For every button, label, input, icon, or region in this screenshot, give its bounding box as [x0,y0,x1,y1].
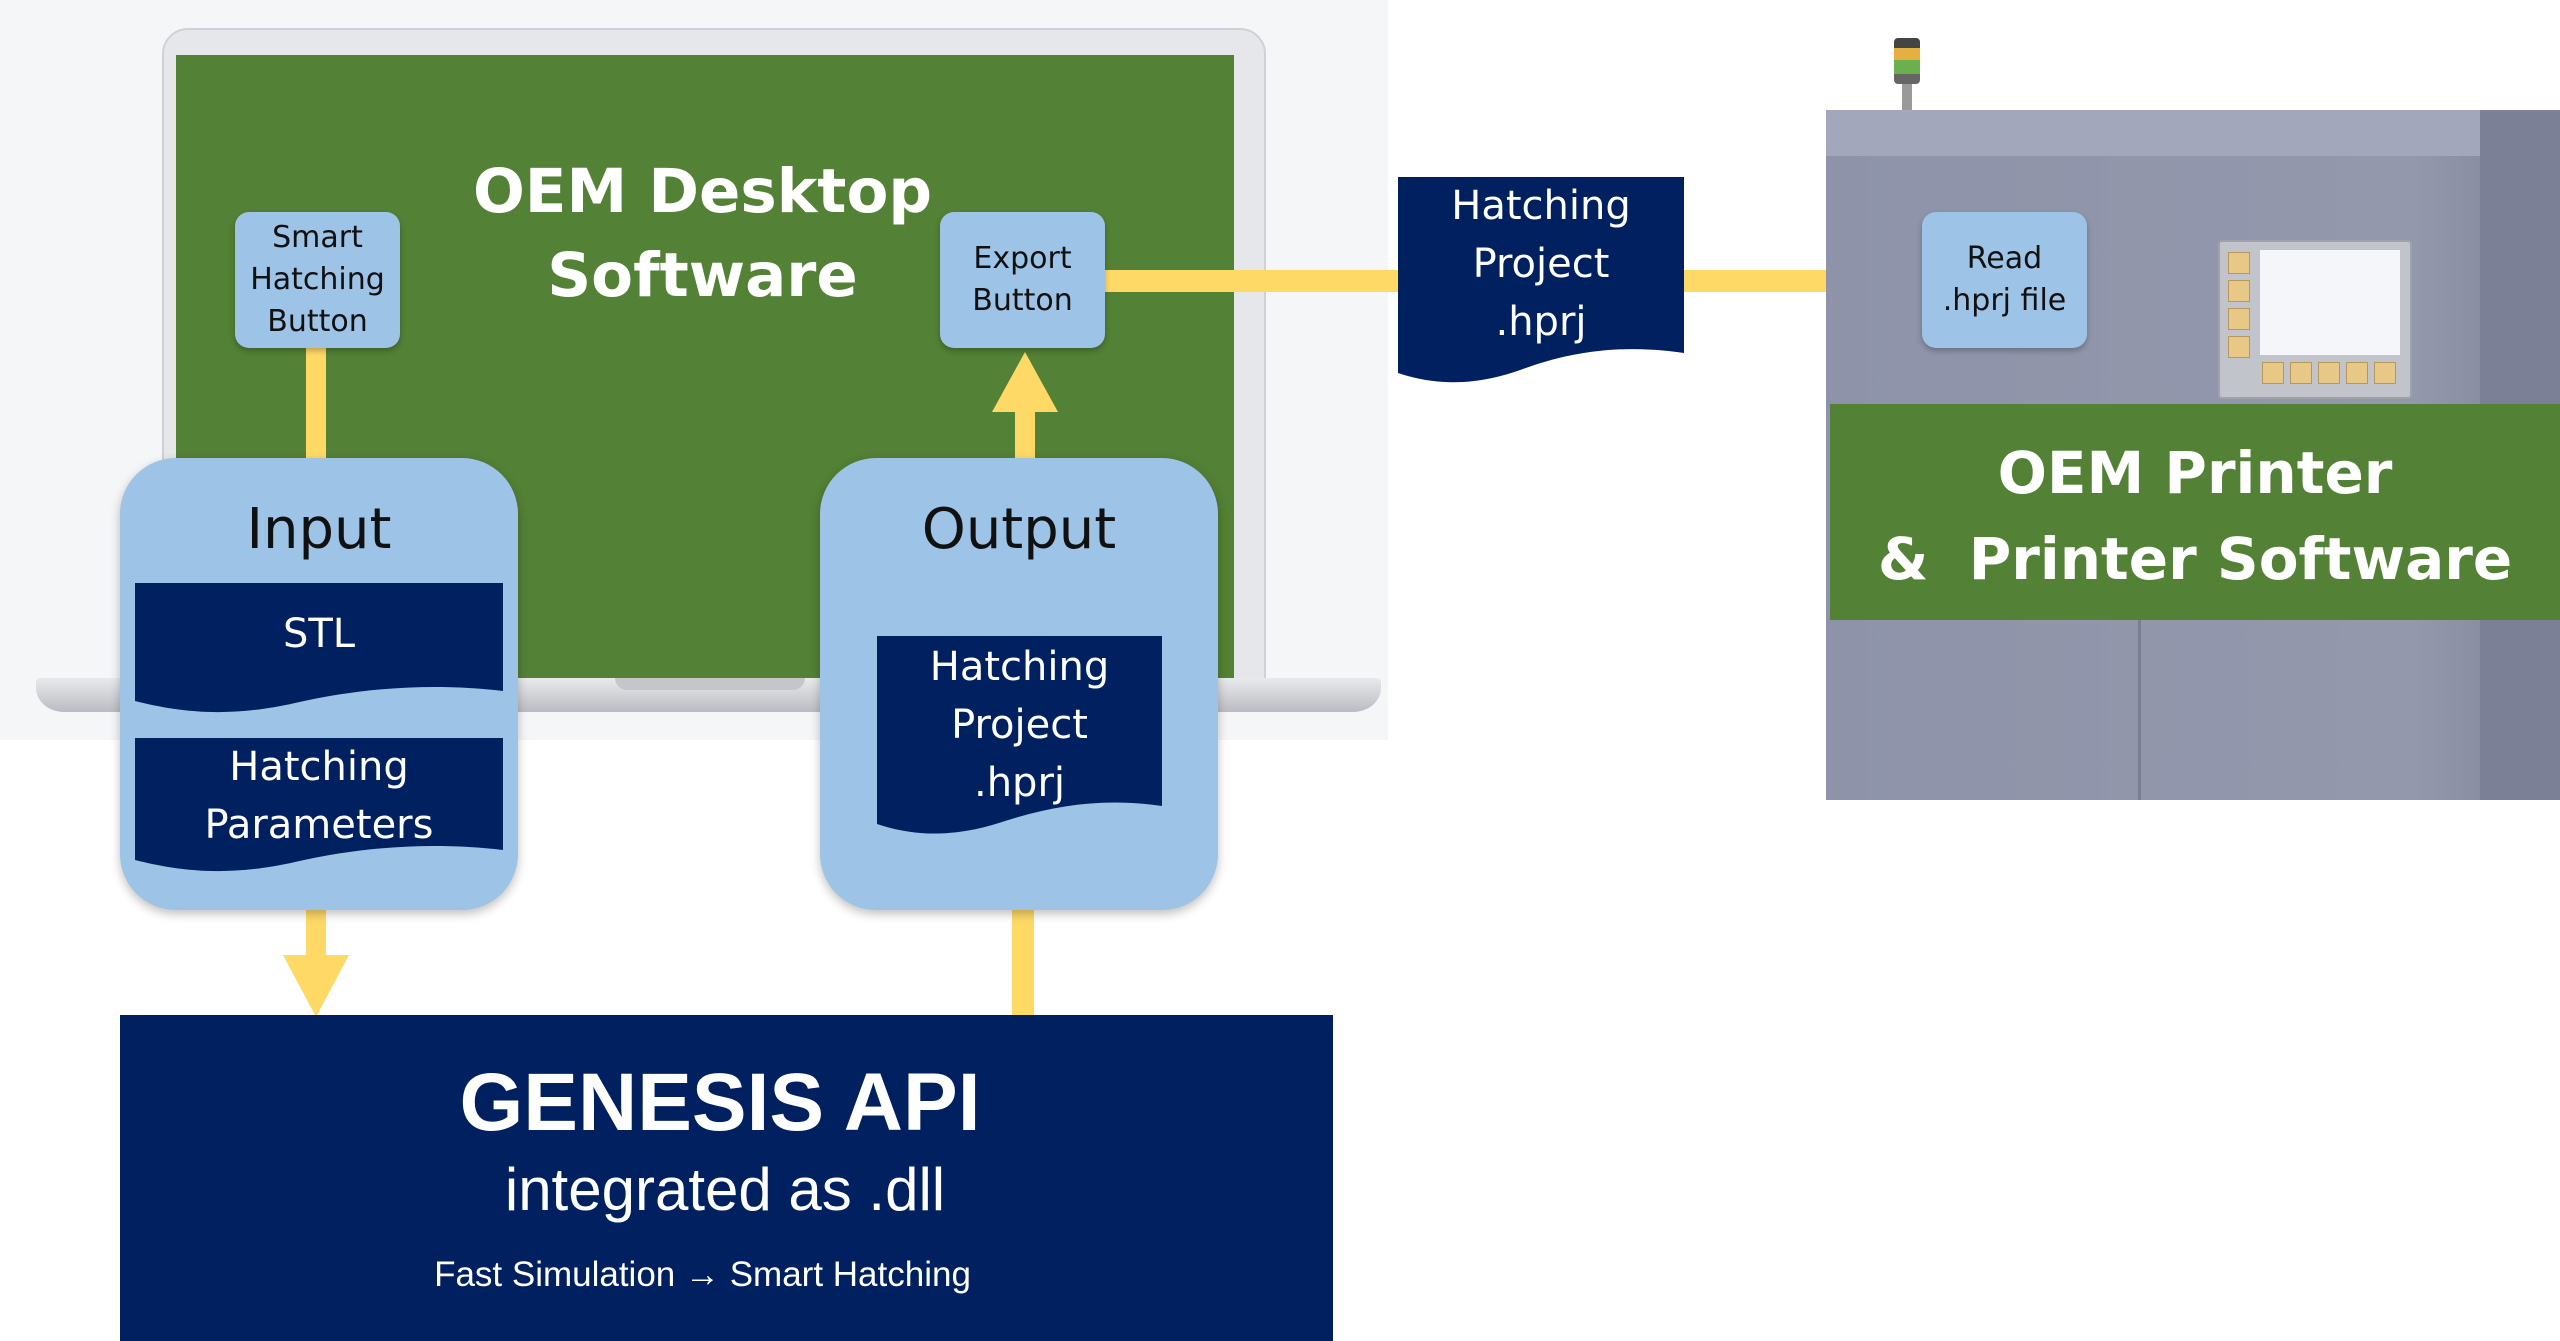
connector-export-to-doc [1105,270,1405,292]
smart-hatching-button[interactable]: Smart Hatching Button [235,212,400,348]
arrowhead-up-icon [992,352,1058,412]
hatching-parameters-document: Hatching Parameters [135,738,503,884]
genesis-api-note: Fast Simulation → Smart Hatching [434,1255,971,1294]
stl-document: STL [135,583,503,723]
panel-key-icon [2228,280,2250,302]
printer-label-banner [1830,404,2560,620]
printer-door-seam [2138,620,2141,800]
panel-key-icon [2228,336,2250,358]
laptop-notch [615,678,805,690]
panel-key-icon [2318,362,2340,384]
output-hatching-project-document-shape [877,636,1162,834]
read-hprj-file-button[interactable]: Read .hprj file [1922,212,2087,348]
hatching-parameters-document-shape [135,738,503,872]
connector-output-to-export [1015,410,1035,462]
panel-key-icon [2290,362,2312,384]
printer-control-screen [2260,250,2400,355]
export-button[interactable]: Export Button [940,212,1105,348]
genesis-api-block [120,1015,1333,1341]
genesis-api-title: GENESIS API [459,1057,981,1148]
genesis-api-subtitle: integrated as .dll [504,1156,946,1223]
oem-desktop-software-title: OEM Desktop Software [472,156,933,311]
connector-genesis-to-output [1012,910,1034,1018]
oem-printer-label: OEM Printer & Printer Software [1877,439,2513,593]
output-hatching-project-document: Hatching Project .hprj [877,636,1162,846]
panel-key-icon [2228,308,2250,330]
stl-document-shape [135,583,503,713]
stl-document-label: STL [282,611,356,657]
transfer-hatching-project-document-label: Hatching Project .hprj [1451,183,1631,345]
transfer-hatching-project-document-shape [1398,177,1684,383]
connector-doc-to-printer [1682,270,1852,292]
printer-top [1826,110,2560,156]
arrowhead-down-icon [283,955,349,1017]
connector-input-to-genesis [306,905,326,960]
panel-key-icon [2346,362,2368,384]
input-panel-title: Input [246,497,392,562]
transfer-hatching-project-document: Hatching Project .hprj [1398,177,1684,395]
panel-key-icon [2228,252,2250,274]
output-hatching-project-document-label: Hatching Project .hprj [929,644,1110,806]
hatching-parameters-document-label: Hatching Parameters [204,744,434,848]
signal-tower-icon [1894,38,1920,84]
output-panel-title: Output [921,497,1117,562]
connector-smart-to-input [306,345,326,460]
panel-key-icon [2262,362,2284,384]
panel-key-icon [2374,362,2396,384]
